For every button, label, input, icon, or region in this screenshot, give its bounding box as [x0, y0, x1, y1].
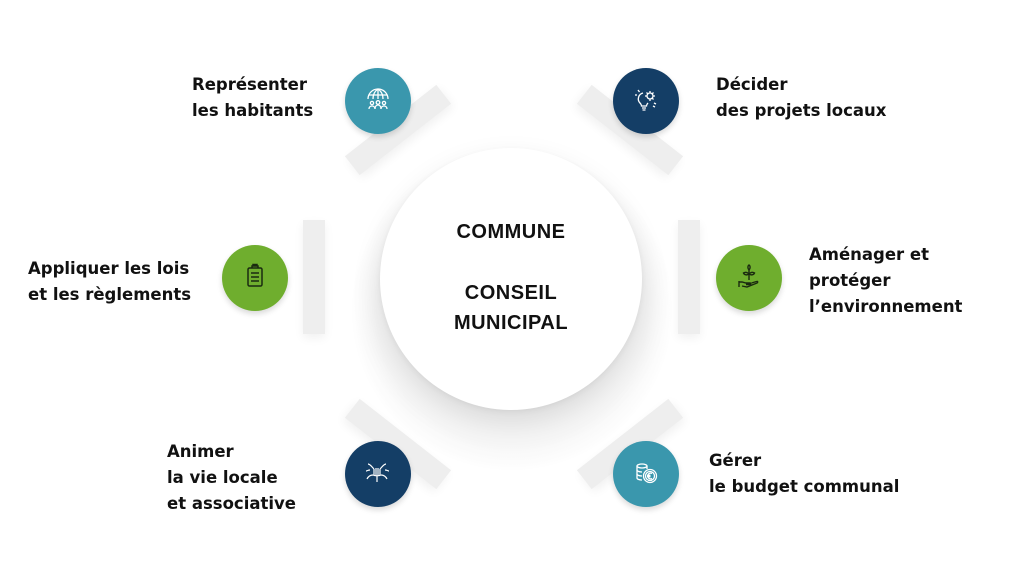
label-budget: Gérer le budget communal [709, 451, 900, 496]
bubble-animate [345, 441, 411, 507]
label-animate: Animer la vie locale et associative [167, 442, 296, 513]
center-circle: COMMUNE CONSEIL MUNICIPAL [380, 148, 642, 410]
connector-bar-right [678, 220, 700, 334]
clipboard-icon [238, 259, 272, 298]
bubble-budget [613, 441, 679, 507]
label-apply-laws: Appliquer les lois et les règlements [28, 259, 192, 304]
bubble-decide [613, 68, 679, 134]
bubble-represent [345, 68, 411, 134]
bubble-apply-laws [222, 245, 288, 311]
lightbulb-gears-icon [629, 82, 663, 121]
euro-coins-icon [629, 455, 663, 494]
joined-hands-icon [361, 455, 395, 494]
center-subtitle: CONSEIL MUNICIPAL [453, 281, 569, 334]
hand-plant-icon [732, 259, 766, 298]
globe-people-icon [361, 82, 395, 121]
center-title: COMMUNE [456, 220, 566, 243]
label-environment: Aménager et protéger l’environnement [809, 245, 963, 316]
bubble-environment [716, 245, 782, 311]
label-decide: Décider des projets locaux [716, 75, 887, 120]
label-represent: Représenter les habitants [192, 75, 314, 120]
connector-bar-left [303, 220, 325, 334]
